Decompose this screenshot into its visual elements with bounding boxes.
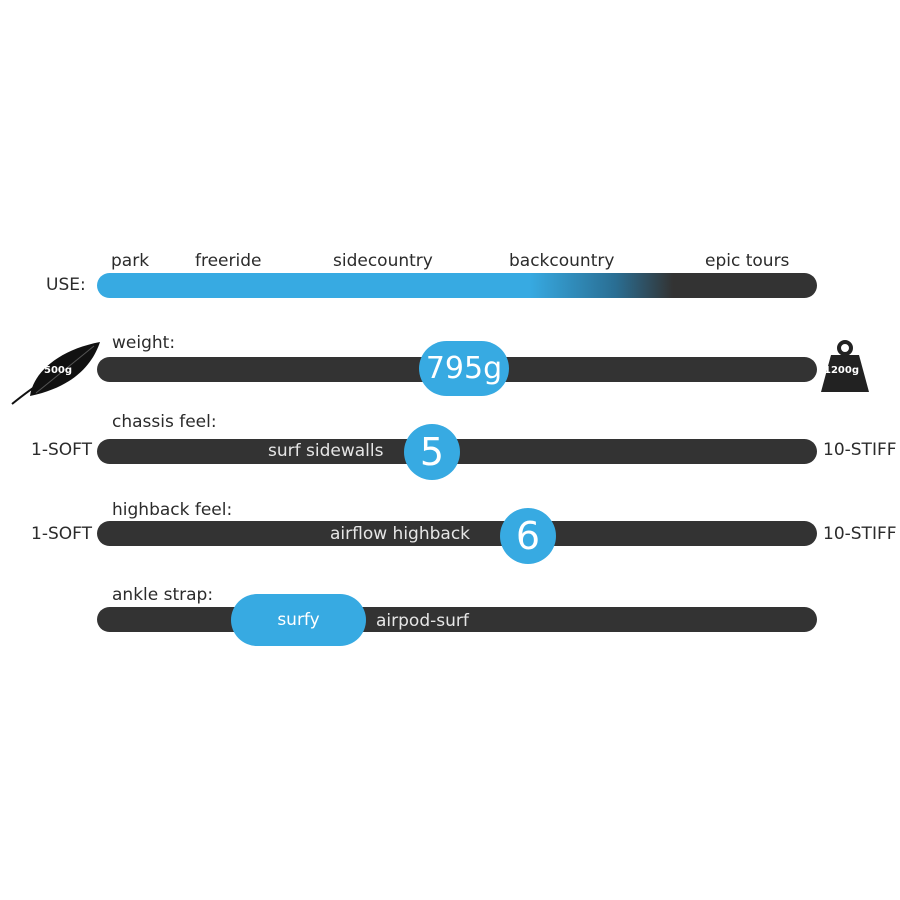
highback-bar bbox=[97, 521, 817, 546]
chassis-label: chassis feel: bbox=[112, 412, 217, 432]
use-bar bbox=[97, 273, 817, 298]
ankle-label: ankle strap: bbox=[112, 585, 214, 605]
ankle-selected-badge: surfy bbox=[231, 594, 366, 646]
ankle-bar bbox=[97, 607, 817, 632]
chassis-product: surf sidewalls bbox=[268, 441, 384, 461]
ankle-other: airpod-surf bbox=[376, 611, 469, 631]
highback-min-text: 1-SOFT bbox=[31, 524, 92, 544]
use-category-freeride: freeride bbox=[195, 251, 262, 271]
weight-min-text: 500g bbox=[44, 365, 73, 376]
weight-value-badge: 795g bbox=[419, 341, 509, 396]
highback-value-badge: 6 bbox=[500, 508, 556, 564]
chassis-min-text: 1-SOFT bbox=[31, 440, 92, 460]
feather-icon bbox=[8, 338, 103, 408]
highback-label: highback feel: bbox=[112, 500, 233, 520]
chassis-value-badge: 5 bbox=[404, 424, 460, 480]
use-category-backcountry: backcountry bbox=[509, 251, 615, 271]
chassis-max-text: 10-STIFF bbox=[823, 440, 897, 460]
use-category-epic-tours: epic tours bbox=[705, 251, 790, 271]
highback-max-text: 10-STIFF bbox=[823, 524, 897, 544]
weight-label: weight: bbox=[112, 333, 176, 353]
use-category-sidecountry: sidecountry bbox=[333, 251, 433, 271]
weight-icon bbox=[819, 339, 871, 394]
use-category-park: park bbox=[111, 251, 150, 271]
weight-max-text: 1200g bbox=[824, 365, 859, 376]
use-label: USE: bbox=[46, 275, 86, 295]
highback-product: airflow highback bbox=[330, 524, 471, 544]
